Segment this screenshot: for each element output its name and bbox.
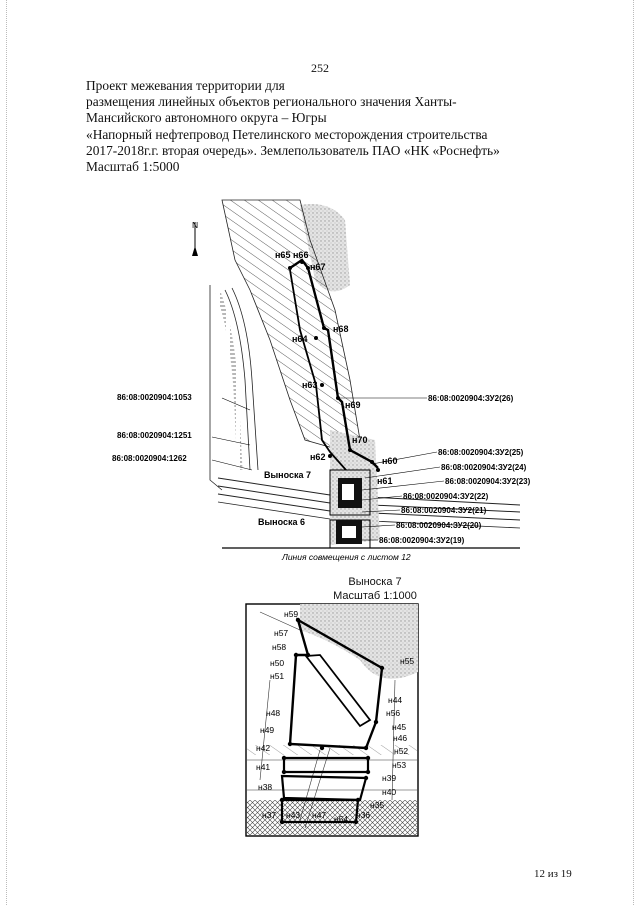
right-scan-edge [633, 0, 635, 905]
parcel-label: 86:08:0020904:ЗУ2(25) [438, 448, 524, 457]
parcel-label: 86:08:0020904:1053 [117, 393, 192, 402]
inset-point-label: н37 [262, 810, 276, 820]
inset-point-label: н49 [260, 725, 274, 735]
inset-point-label: н45 [392, 722, 406, 732]
inset-point-label: н54 [334, 814, 348, 824]
inset-point-label: н42 [256, 743, 270, 753]
parcel-label: 86:08:0020904:ЗУ2(20) [396, 521, 482, 530]
title-line: 2017-2018г.г. вторая очередь». Землеполь… [86, 142, 500, 158]
callout-label: Выноска 6 [258, 517, 305, 527]
point-label: н65 [275, 250, 290, 260]
inset-point-label: н59 [284, 609, 298, 619]
title-line: размещения линейных объектов регионально… [86, 94, 457, 110]
point-label: н64 [292, 334, 307, 344]
parcel-label: 86:08:0020904:ЗУ2(24) [441, 463, 527, 472]
inset-point-label: н44 [388, 695, 402, 705]
inset-point-label: н56 [386, 708, 400, 718]
inset-point-label: н40 [382, 787, 396, 797]
parcel-label: 86:08:0020904:ЗУ2(26) [428, 394, 514, 403]
point-label: н67 [310, 262, 325, 272]
title-line: Проект межевания территории для [86, 78, 285, 93]
inset-point-label: н36 [356, 810, 370, 820]
inset-point-label: н51 [270, 671, 284, 681]
inset-point-label: н41 [256, 762, 270, 772]
main-map: н65 н66 н67 н68 н64 н63 н69 н70 н62 н60 … [112, 199, 531, 562]
point-label: н66 [293, 250, 308, 260]
inset-map: н59 н57 н58 н50 н51 н55 н44 н56 н48 н45 … [245, 603, 419, 837]
callout-label: Выноска 7 [264, 470, 311, 480]
page-number: 252 [311, 61, 329, 75]
title-line: «Напорный нефтепровод Петелинского место… [86, 126, 488, 142]
north-arrow-icon: N [192, 220, 198, 256]
inset-point-label: н53 [392, 760, 406, 770]
inset-point-label: н46 [393, 733, 407, 743]
inset-point-label: н48 [266, 708, 280, 718]
inset-callout-name: Выноска 7 [348, 576, 402, 588]
point-label: н70 [352, 435, 367, 445]
inset-point-label: н35 [370, 800, 384, 810]
parcel-label: 86:08:0020904:1251 [117, 431, 192, 440]
inset-point-label: н38 [258, 782, 272, 792]
parcel-label: 86:08:0020904:1262 [112, 454, 187, 463]
point-label: н61 [377, 476, 392, 486]
inset-point-label: н58 [272, 642, 286, 652]
parcel-label: 86:08:0020904:ЗУ2(21) [401, 506, 487, 515]
inset-point-label: н43 [286, 810, 300, 820]
inset-point-label: н39 [382, 773, 396, 783]
point-label: н69 [345, 400, 360, 410]
inset-point-label: н55 [400, 656, 414, 666]
inset-point-label: н50 [270, 658, 284, 668]
point-label: н63 [302, 380, 317, 390]
inset-point-label: н52 [394, 746, 408, 756]
parcel-label: 86:08:0020904:ЗУ2(23) [445, 477, 531, 486]
inset-point-label: н47 [312, 810, 326, 820]
title-line: Мансийского автономного округа – Югры [86, 110, 327, 126]
inset-scale: Масштаб 1:1000 [333, 590, 417, 602]
parcel-label: 86:08:0020904:ЗУ2(19) [379, 536, 465, 545]
combine-line-label: Линия совмещения с листом 12 [281, 552, 411, 562]
point-label: н68 [333, 324, 348, 334]
page-counter: 12 из 19 [534, 868, 572, 880]
inset-title: Выноска 7 Масштаб 1:1000 [300, 575, 450, 603]
left-scan-edge [6, 0, 8, 905]
parcel-label: 86:08:0020904:ЗУ2(22) [403, 492, 489, 501]
north-arrow-label: N [192, 220, 198, 230]
document-title: Проект межевания территории для размещен… [86, 78, 556, 175]
inset-point-label: н57 [274, 628, 288, 638]
point-label: н62 [310, 452, 325, 462]
title-line: Масштаб 1:5000 [86, 159, 180, 175]
